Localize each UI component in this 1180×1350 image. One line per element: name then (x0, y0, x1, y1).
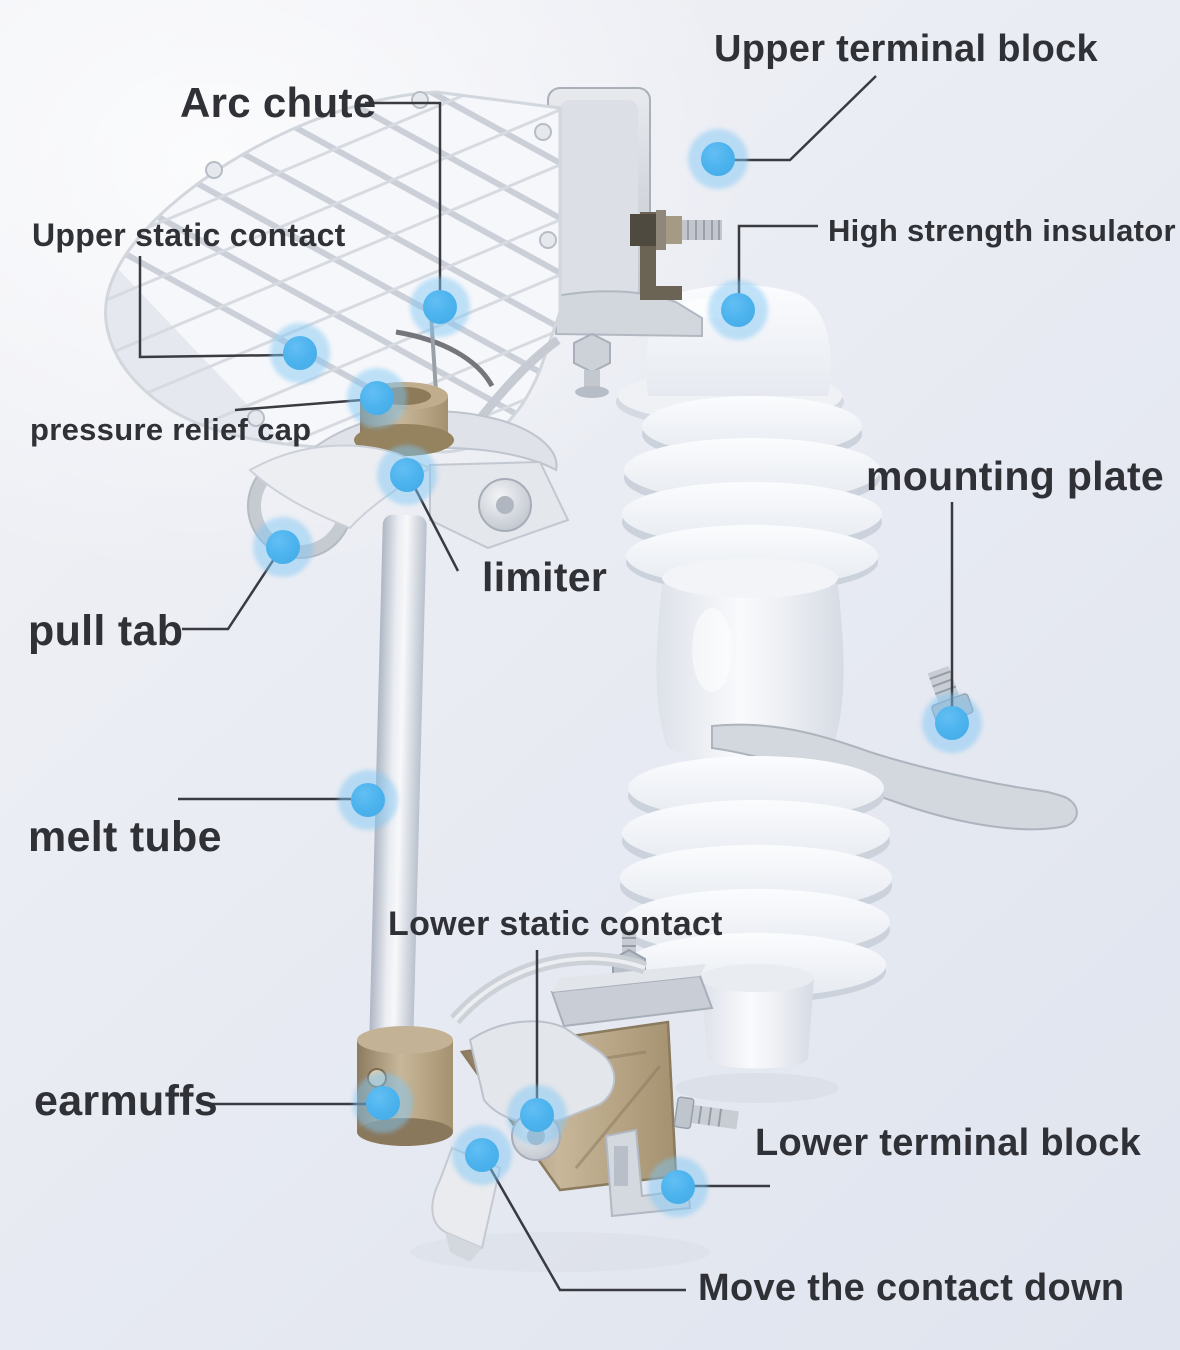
label-arc-chute: Arc chute (180, 79, 377, 126)
callout-dot-melt-tube (351, 783, 385, 817)
leader-pressure-relief-cap (234, 398, 363, 412)
callout-dot-move-contact-down (465, 1138, 499, 1172)
label-upper-static-contact: Upper static contact (32, 217, 346, 253)
callout-dot-arc-chute (423, 290, 457, 324)
callout-dot-limiter (390, 458, 424, 492)
callout-dot-lower-terminal-block (661, 1170, 695, 1204)
label-mounting-plate: mounting plate (866, 453, 1165, 499)
label-limiter: limiter (482, 554, 608, 600)
callout-dot-pull-tab (266, 530, 300, 564)
callout-dot-pressure-relief-cap (360, 381, 394, 415)
label-earmuffs: earmuffs (34, 1077, 219, 1125)
leader-arc-chute (365, 101, 442, 291)
callout-dot-upper-static-contact (283, 336, 317, 370)
leader-move-contact-down (487, 1165, 686, 1292)
label-upper-terminal-block: Upper terminal block (714, 28, 1098, 70)
label-move-contact-down: Move the contact down (698, 1267, 1125, 1309)
label-lower-terminal-block: Lower terminal block (755, 1122, 1142, 1164)
leader-upper-terminal-block (733, 75, 877, 162)
leader-pull-tab (182, 558, 276, 631)
callout-dot-lower-static-contact (520, 1098, 554, 1132)
insulator-column-drawing (616, 284, 1078, 1103)
callout-dot-upper-terminal-block (701, 142, 735, 176)
upper-terminal-drawing (547, 87, 722, 398)
leader-upper-static-contact (138, 256, 288, 359)
label-pressure-relief-cap: pressure relief cap (30, 412, 312, 447)
callout-dot-high-strength-insulator (721, 293, 755, 327)
label-melt-tube: melt tube (28, 813, 222, 861)
label-lower-static-contact: Lower static contact (388, 905, 723, 943)
leader-high-strength-insulator (737, 224, 818, 295)
melt-tube-drawing (368, 514, 427, 1066)
callout-dot-mounting-plate (935, 706, 969, 740)
label-pull-tab: pull tab (28, 607, 184, 655)
label-high-strength-insulator: High strength insulator (828, 213, 1176, 248)
callout-dot-earmuffs (366, 1086, 400, 1120)
